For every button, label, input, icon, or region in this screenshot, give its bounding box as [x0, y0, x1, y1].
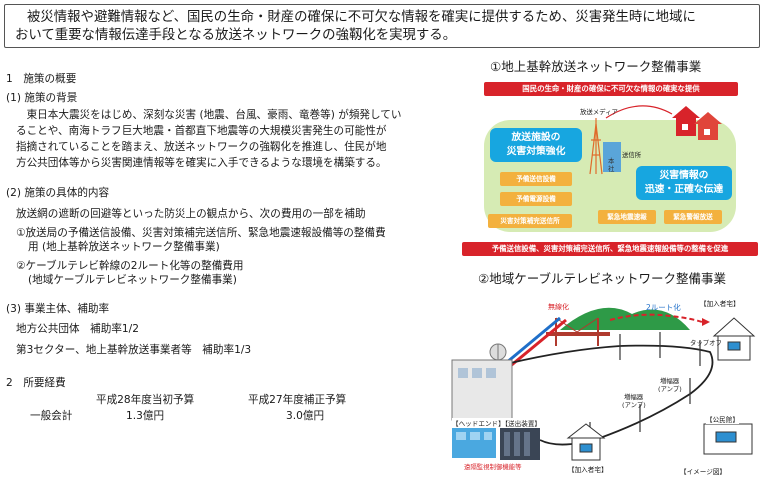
subsidy-rate-local: 地方公共団体 補助率1/2 — [16, 323, 139, 335]
honsha-label-2: 社 — [608, 165, 615, 173]
subscriber-2-label: 【加入者宅】 — [568, 464, 608, 474]
two-route-arrowhead — [702, 318, 710, 326]
transmitter-label: 送信所 — [622, 151, 642, 159]
background-line-4: 方公共団体等から災害関連情報等を確実に入手できるような環境を構築する。 — [16, 157, 387, 169]
amplifier-1-line-1: 増幅器 — [660, 377, 680, 385]
honsha-label-1: 本 — [608, 157, 615, 165]
background-line-3: 指摘されていることを踏まえ、放送ネットワークの強靱化を推進し、住民が地 — [16, 141, 387, 153]
background-line-2: ることや、南海トラフ巨大地震・首都直下地震等の大規模災害発生の可能性が — [16, 125, 387, 137]
subscriber-house-2-icon — [566, 423, 606, 461]
summary-banner: 被災情報や避難情報など、国民の生命・財産の確保に不可欠な情報を確実に提供するため… — [4, 4, 760, 48]
heading-subsidy: (3) 事業主体、補助率 — [6, 303, 110, 315]
backup-transmitter-box: 予備送信設備 — [500, 172, 572, 186]
background-line-1: 東日本大震災をはじめ、深刻な災害 (地震、台風、豪雨、竜巻等) が頻発してい — [16, 109, 402, 121]
image-label: 【イメージ図】 — [680, 466, 727, 476]
content-item-2-line-2: (地域ケーブルテレビネットワーク整備事業) — [28, 274, 237, 286]
honsha-building-icon — [603, 142, 621, 172]
public-hall-label: 【公民館】 — [706, 414, 739, 424]
content-item-1-line-1: ①放送局の予備送信設備、災害対策補完送信所、緊急地震速報設備等の整備費 — [16, 227, 386, 239]
equipment-rack-icon — [500, 428, 540, 460]
wireless-label: 無線化 — [548, 303, 569, 311]
panel2-title: ②地域ケーブルテレビネットワーク整備事業 — [478, 271, 726, 286]
heading-content: (2) 施策の具体的内容 — [6, 187, 110, 199]
subscriber-1-label: 【加入者宅】 — [700, 298, 740, 308]
backup-station-box: 災害対策補完送信所 — [488, 214, 572, 228]
heading-budget: 2 所要経費 — [6, 377, 66, 389]
monitoring-screens-icon — [452, 428, 496, 458]
wireless-arrow-red — [507, 318, 567, 370]
facility-hardening-line-2: 災害対策強化 — [506, 146, 566, 157]
budget-col-1: 平成28年度当初予算 — [96, 394, 195, 406]
two-route-label: 2ルート化 — [646, 303, 681, 312]
panel1-title: ①地上基幹放送ネットワーク整備事業 — [490, 59, 702, 74]
content-item-2-line-1: ②ケーブルテレビ幹線の2ルート化等の整備費用 — [16, 260, 244, 272]
two-route-dashed-line — [609, 313, 703, 323]
remote-monitoring-label: 遠隔監視制御機能等 — [464, 463, 522, 471]
tap-off-label: タップオフ — [690, 339, 722, 347]
amplifier-2-line-2: (アンプ) — [622, 401, 646, 409]
budget-col-2: 平成27年度補正予算 — [248, 394, 347, 406]
subscriber-house-1-icon — [712, 317, 756, 361]
subsidy-rate-third-sector: 第3セクター、地上基幹放送事業者等 補助率1/3 — [16, 344, 252, 356]
disaster-info-box: 災害情報の 迅速・正確な伝達 — [636, 166, 732, 200]
media-label: 放送メディア — [580, 108, 618, 116]
budget-value-1: 1.3億円 — [126, 410, 165, 422]
panel1-bottom-banner: 予備送信設備、災害対策補完送信所、緊急地震速報設備等の整備を促進 — [462, 242, 758, 256]
broadcast-tower-icon — [589, 118, 603, 175]
budget-value-2: 3.0億円 — [286, 410, 325, 422]
emergency-broadcast-box: 緊急警報放送 — [664, 210, 722, 224]
houses-icon — [672, 106, 722, 140]
headend-building-icon — [451, 343, 513, 421]
facility-hardening-line-1: 放送施設の — [511, 132, 561, 143]
panel1-top-banner: 国民の生命・財産の確保に不可欠な情報の確実な提供 — [484, 82, 738, 96]
mountain-icon — [560, 307, 690, 330]
amplifier-1-line-2: (アンプ) — [658, 385, 682, 393]
public-hall-icon — [703, 423, 753, 455]
heading-background: (1) 施策の背景 — [6, 92, 78, 104]
utility-poles — [589, 332, 701, 450]
disaster-info-line-2: 迅速・正確な伝達 — [644, 184, 724, 195]
banner-line-2: おいて重要な情報伝達手段となる放送ネットワークの強靱化を実現する。 — [15, 28, 457, 43]
banner-line-1: 被災情報や避難情報など、国民の生命・財産の確保に不可欠な情報を確実に提供するため… — [27, 10, 696, 25]
headend-label: 【ヘッドエンド】【送出装置】 — [452, 418, 542, 428]
facility-hardening-box: 放送施設の 災害対策強化 — [490, 128, 582, 162]
budget-row-label: 一般会計 — [30, 410, 73, 422]
heading-overview: 1 施策の概要 — [6, 73, 77, 85]
signal-arc — [605, 105, 673, 119]
backup-power-box: 予備電源設備 — [500, 192, 572, 206]
content-intro: 放送網の遮断の回避等といった防災上の観点から、次の費用の一部を補助 — [16, 208, 366, 220]
disaster-info-line-1: 災害情報の — [659, 170, 709, 181]
amplifier-2-line-1: 増幅器 — [624, 393, 644, 401]
earthquake-alert-box: 緊急地震速報 — [598, 210, 656, 224]
content-item-1-line-2: 用 (地上基幹放送ネットワーク整備事業) — [28, 241, 220, 253]
